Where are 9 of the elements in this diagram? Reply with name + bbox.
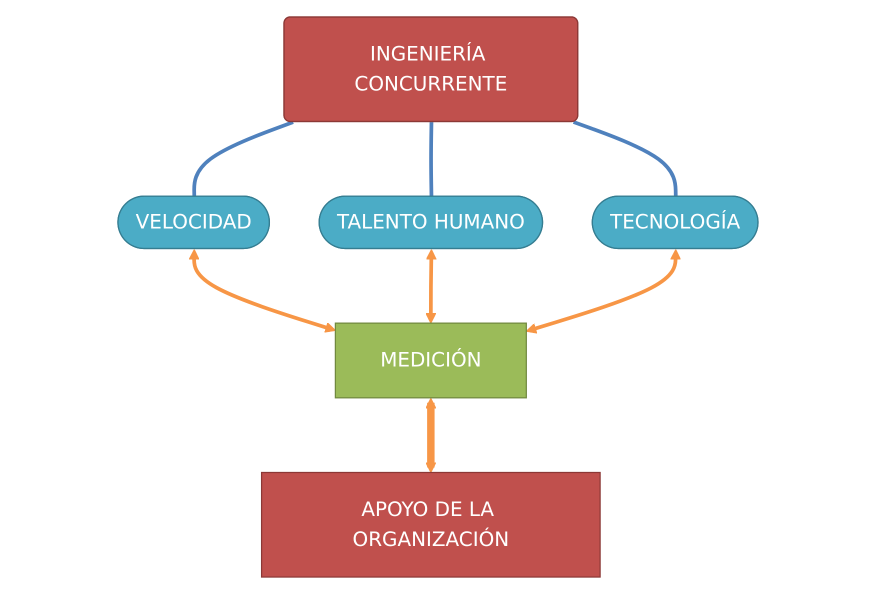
connector bbox=[572, 120, 678, 196]
arrow bbox=[188, 248, 336, 332]
node-box: APOYO DE LA ORGANIZACIÓN bbox=[261, 471, 601, 578]
arrow bbox=[425, 397, 436, 472]
connector bbox=[192, 120, 294, 196]
node-box: MEDICIÓN bbox=[334, 322, 527, 398]
arrow bbox=[526, 248, 682, 334]
connector bbox=[429, 122, 434, 196]
arrow bbox=[425, 248, 437, 324]
